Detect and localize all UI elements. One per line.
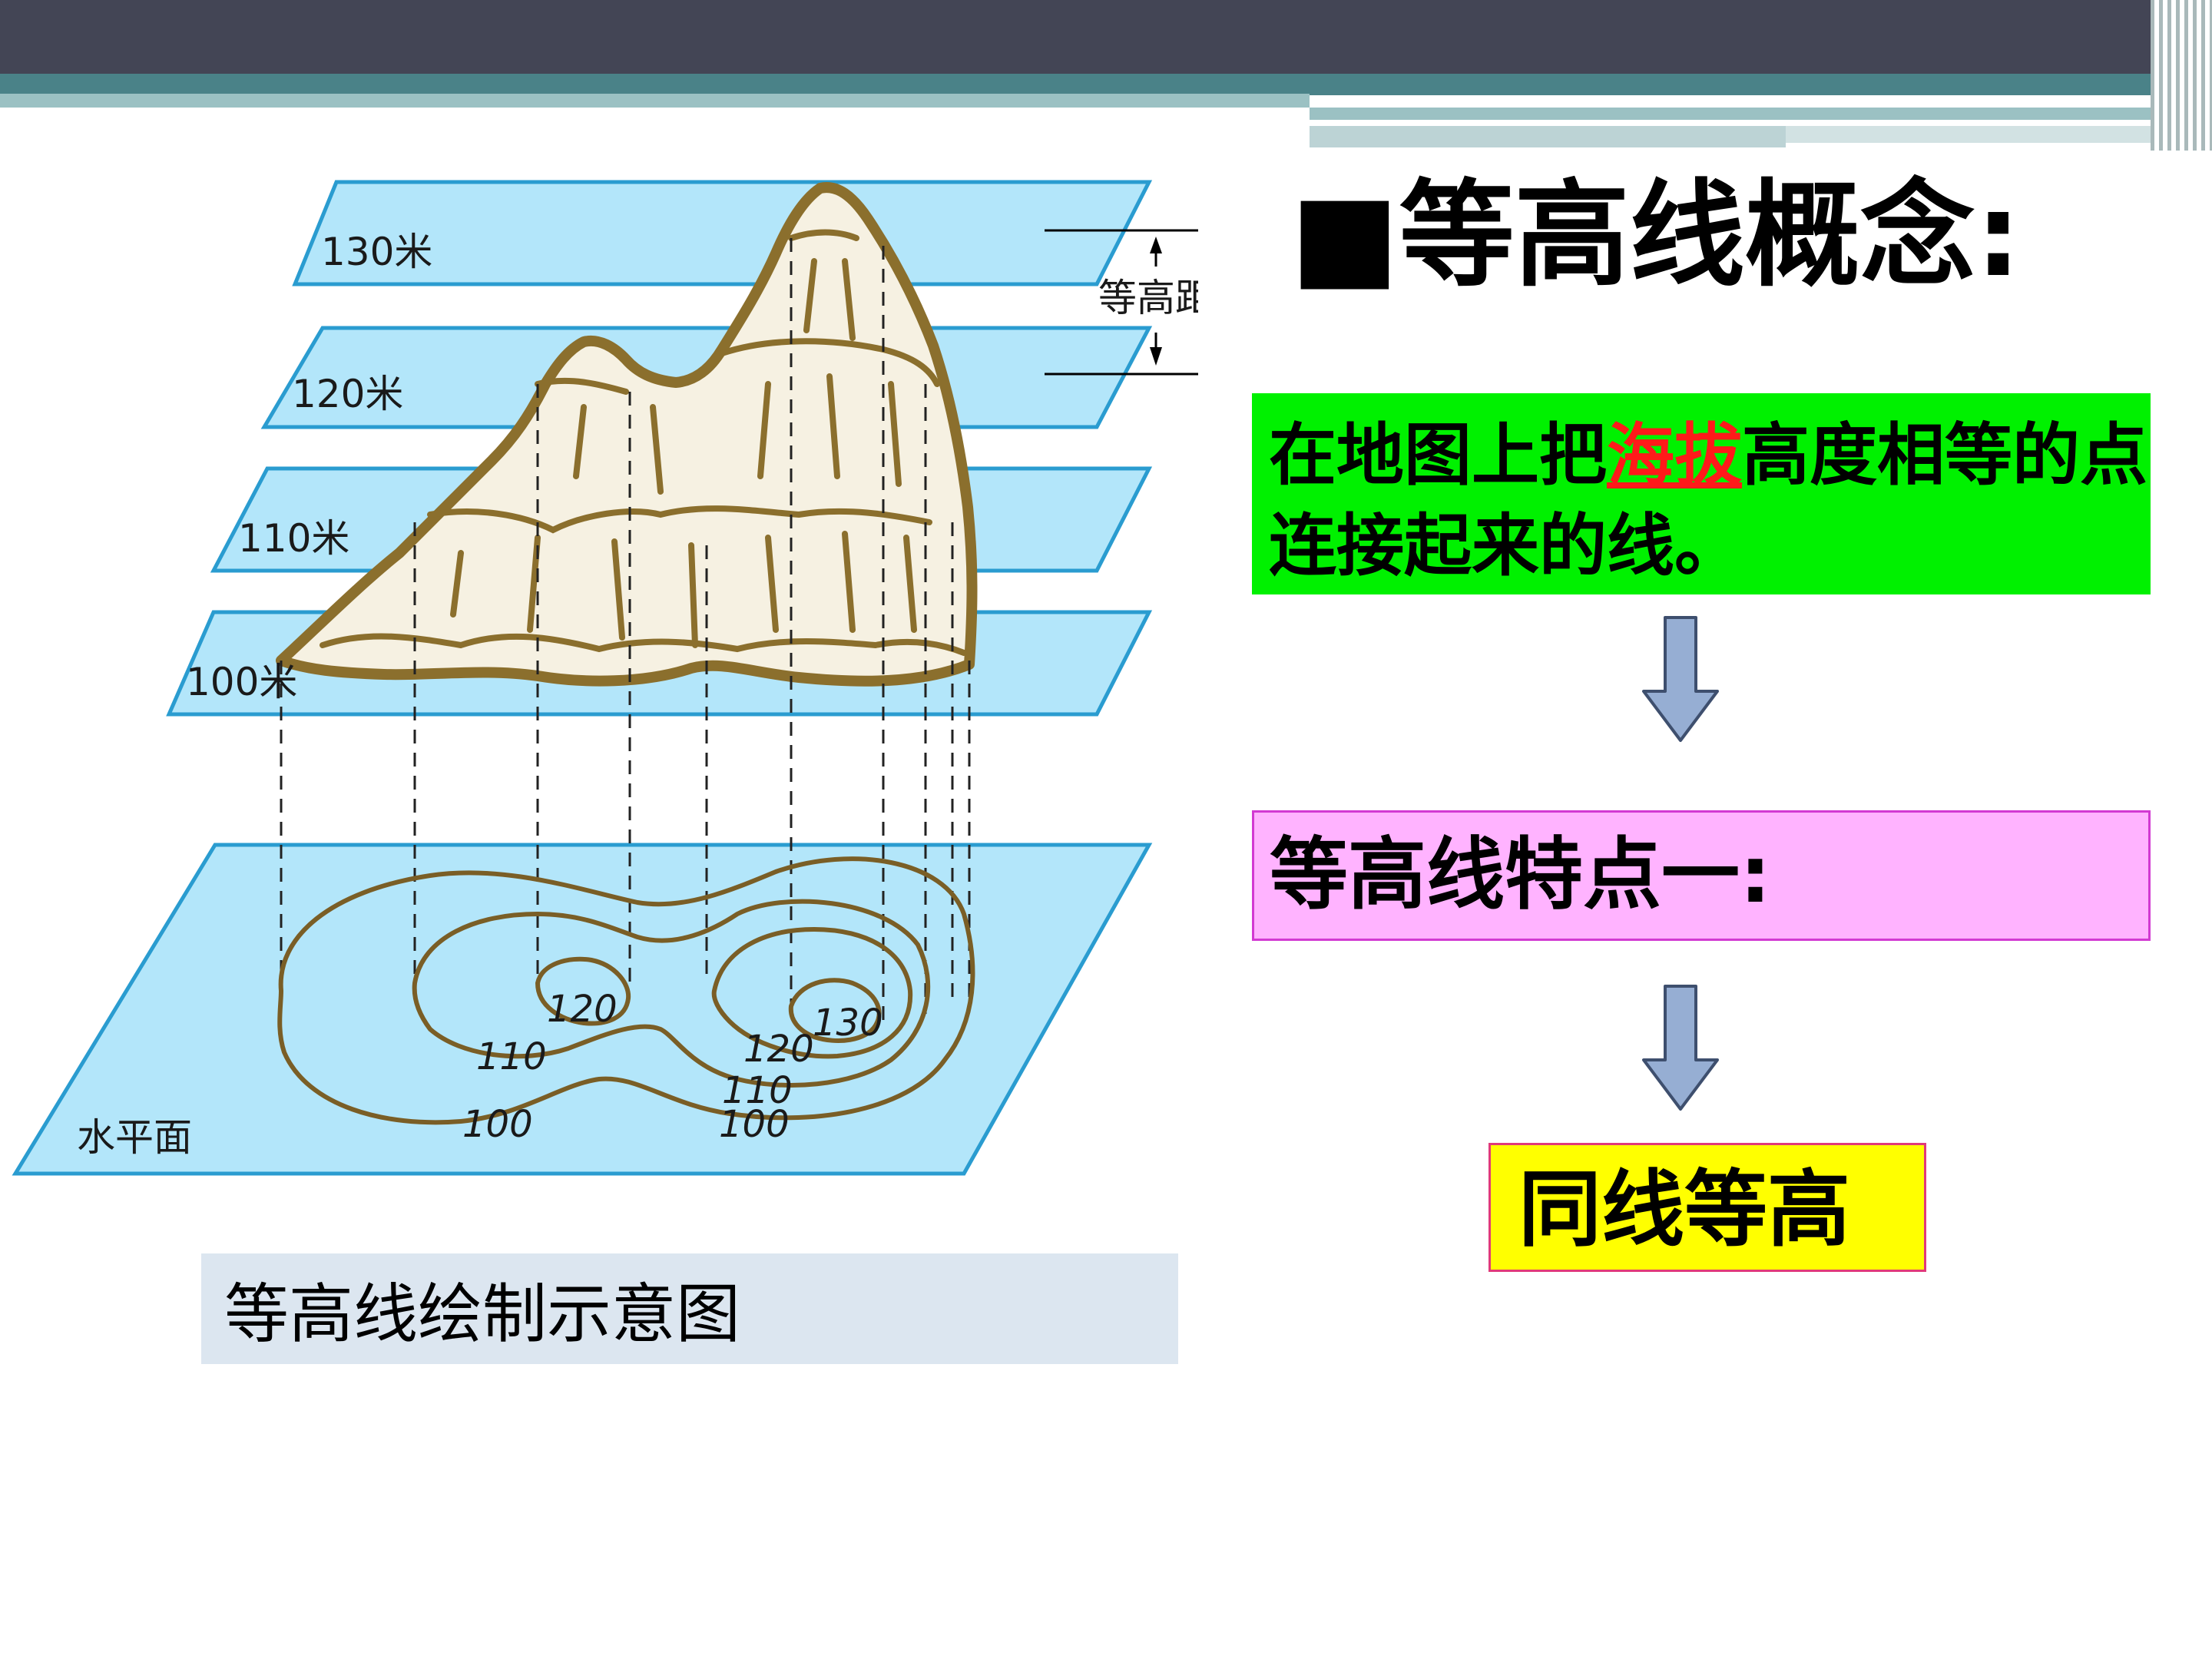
header-light-bar: [0, 94, 1310, 108]
label-interval: 等高距: [1098, 276, 1198, 320]
label-130: 130米: [321, 230, 432, 274]
feature-label: 等高线特点一:: [1270, 830, 1771, 921]
header-light-bar-4: [1786, 126, 2170, 143]
title-marker: ■: [1290, 169, 1399, 303]
contour-label-120-right: 120: [743, 1028, 814, 1071]
contour-diagram: 130米 120米 110米 100米 等高距 水平面 120 130 110 …: [0, 154, 1198, 1229]
label-110: 110米: [238, 516, 349, 561]
contour-label-130: 130: [813, 1002, 883, 1045]
contour-label-120-left: 120: [547, 988, 618, 1031]
arrow-down-icon: [1641, 614, 1720, 745]
header-light-bar-3: [1310, 126, 1786, 147]
arrow-down-icon-2: [1641, 983, 1720, 1114]
header-light-bar-2: [1310, 108, 2212, 120]
caption-text: 等高线绘制示意图: [224, 1263, 740, 1356]
page-title: ■等高线概念:: [1290, 178, 2022, 293]
header-gap: [1310, 95, 2212, 108]
definition-box: 在地图上把海拔高度相等的点连接起来的线。: [1252, 393, 2151, 594]
header-gap-2: [1310, 120, 2047, 126]
conclusion-text: 同线等高: [1518, 1162, 1850, 1258]
header-dark-bar: [0, 0, 2212, 74]
contour-label-100-left: 100: [462, 1103, 533, 1146]
contour-label-110-left: 110: [476, 1035, 547, 1078]
feature-box: 等高线特点一:: [1252, 810, 2151, 941]
definition-highlight: 海拔: [1607, 416, 1742, 495]
header-stripes: [2151, 0, 2212, 151]
label-120: 120米: [292, 372, 403, 416]
definition-pre: 在地图上把: [1269, 416, 1607, 495]
diagram-caption: 等高线绘制示意图: [201, 1253, 1178, 1364]
label-base: 水平面: [77, 1115, 192, 1160]
label-100: 100米: [186, 660, 297, 704]
contour-label-100-right: 100: [719, 1103, 790, 1146]
conclusion-box: 同线等高: [1488, 1143, 1926, 1272]
title-text: 等高线概念:: [1399, 169, 2022, 303]
